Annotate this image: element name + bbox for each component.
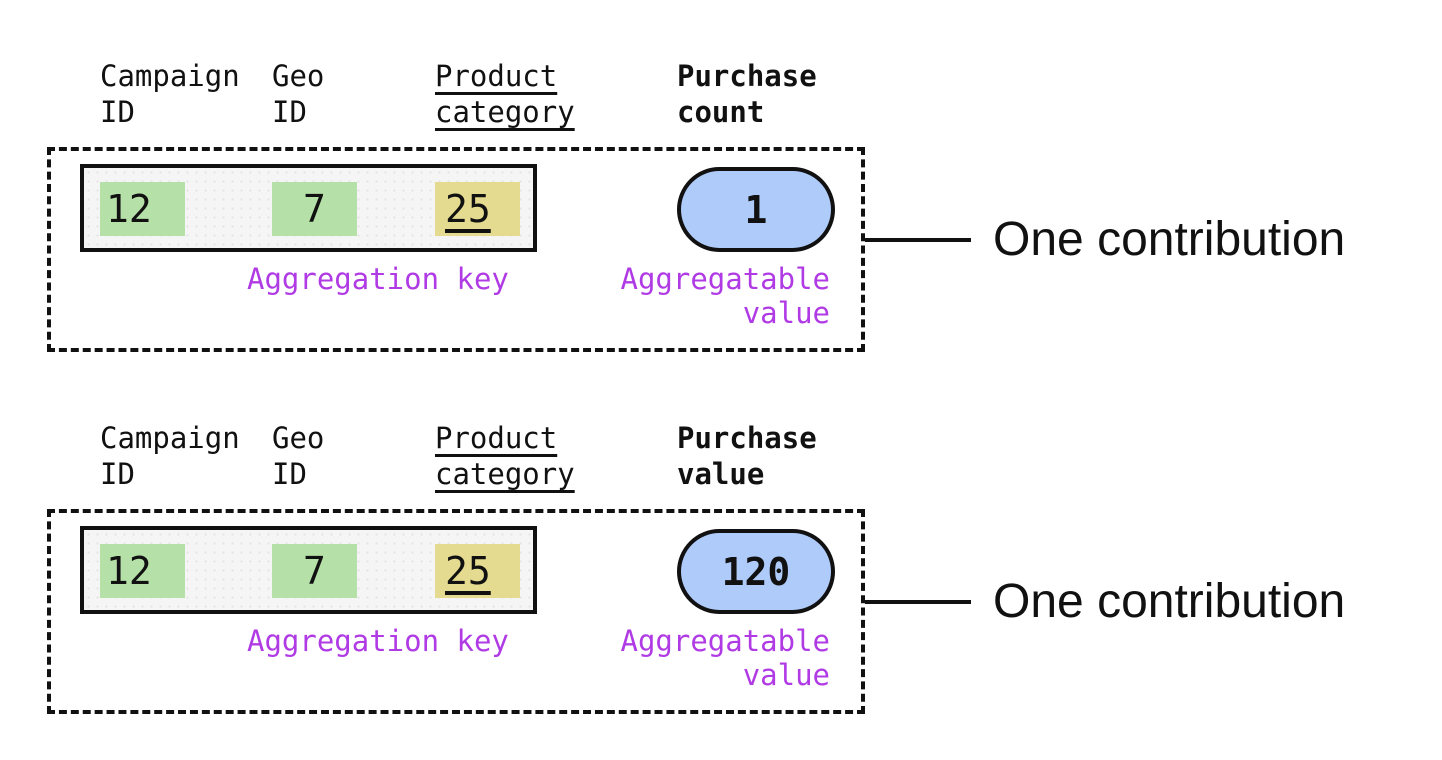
column-header-line: Campaign <box>100 421 240 455</box>
aggregatable-value-label-line: Aggregatable <box>620 262 830 296</box>
column-header-campaign-id: Campaign ID <box>100 420 240 492</box>
column-header-line: Campaign <box>100 59 240 93</box>
aggregatable-value-number: 120 <box>721 549 791 594</box>
one-contribution-label: One contribution <box>993 575 1346 628</box>
aggregatable-value-label-line: value <box>742 296 830 330</box>
aggregation-key-label: Aggregation key <box>247 624 509 658</box>
column-header-product-category: Product category <box>435 58 575 130</box>
aggregatable-value-label-line: Aggregatable <box>620 624 830 658</box>
aggregatable-value-number: 1 <box>744 187 768 232</box>
column-header-geo-id: Geo ID <box>272 58 324 130</box>
connector-line <box>865 600 971 604</box>
aggregatable-value-label: Aggregatable value <box>540 624 830 692</box>
column-header-line: Product <box>435 421 558 455</box>
aggregatable-value-label-line: value <box>742 658 830 692</box>
column-header-line: Purchase <box>677 421 817 455</box>
contribution-boundary <box>47 509 865 714</box>
column-header-line: category <box>435 457 575 491</box>
column-header-line: Purchase <box>677 59 817 93</box>
column-header-line: ID <box>272 95 307 129</box>
cell-campaign-id: 12 <box>100 544 185 598</box>
contribution-boundary <box>47 147 865 352</box>
column-header-product-category: Product category <box>435 420 575 492</box>
cell-product-category-value: 25 <box>445 187 491 231</box>
aggregatable-value-pill: 1 <box>677 167 835 252</box>
column-header-campaign-id: Campaign ID <box>100 58 240 130</box>
column-header-line: ID <box>100 457 135 491</box>
cell-product-category: 25 <box>435 182 520 236</box>
column-header-purchase-count: Purchase count <box>677 58 817 130</box>
column-header-geo-id: Geo ID <box>272 420 324 492</box>
column-header-line: Product <box>435 59 558 93</box>
cell-product-category-value: 25 <box>445 549 491 593</box>
connector-line <box>865 238 971 242</box>
contribution-block-purchase-count: Campaign ID Geo ID Product category Purc… <box>47 58 1346 352</box>
column-header-purchase-value: Purchase value <box>677 420 817 492</box>
column-header-line: value <box>677 457 765 491</box>
cell-product-category: 25 <box>435 544 520 598</box>
column-header-line: Geo <box>272 421 325 455</box>
cell-geo-id: 7 <box>272 182 357 236</box>
aggregatable-value-label: Aggregatable value <box>540 262 830 330</box>
column-header-line: category <box>435 95 575 129</box>
contribution-block-purchase-value: Campaign ID Geo ID Product category Purc… <box>0 362 1442 760</box>
cell-campaign-id: 12 <box>100 182 185 236</box>
aggregatable-value-pill: 120 <box>677 529 835 614</box>
record-row <box>80 164 537 252</box>
aggregation-key-label: Aggregation key <box>247 262 509 296</box>
column-header-line: ID <box>100 95 135 129</box>
one-contribution-label: One contribution <box>993 213 1346 266</box>
cell-geo-id: 7 <box>272 544 357 598</box>
column-header-line: Geo <box>272 59 325 93</box>
column-header-line: count <box>677 95 765 129</box>
column-header-line: ID <box>272 457 307 491</box>
